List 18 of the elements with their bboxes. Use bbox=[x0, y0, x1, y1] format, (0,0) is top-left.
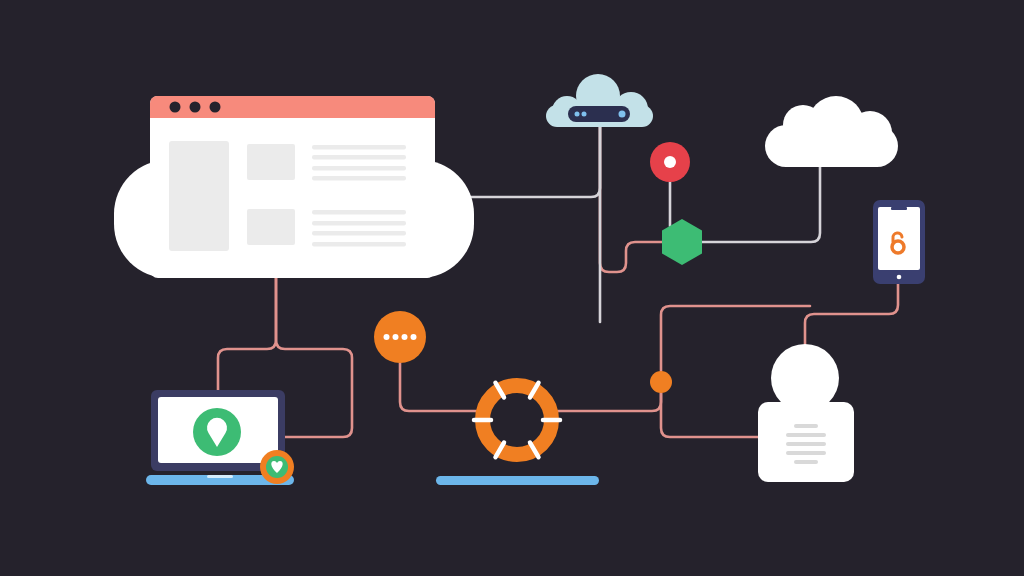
connector-line bbox=[803, 282, 900, 346]
connector-line bbox=[398, 361, 478, 413]
hexagon-icon bbox=[662, 219, 702, 265]
browser-cloud-illustration bbox=[114, 96, 474, 278]
cloud-icon bbox=[765, 96, 898, 168]
lifebuoy-icon bbox=[473, 378, 561, 462]
user-icon bbox=[758, 344, 854, 482]
smartphone-icon bbox=[873, 200, 925, 284]
pin-marker-icon bbox=[650, 142, 690, 182]
chat-bubble-icon bbox=[374, 311, 426, 363]
junction-dot bbox=[650, 371, 672, 393]
laptop-icon bbox=[146, 390, 294, 486]
connector-line bbox=[668, 180, 672, 228]
connector-line bbox=[274, 276, 354, 439]
connector-line bbox=[598, 125, 602, 324]
connector-line bbox=[659, 391, 760, 439]
connector-line bbox=[659, 304, 812, 373]
server-cloud-icon bbox=[546, 74, 653, 128]
